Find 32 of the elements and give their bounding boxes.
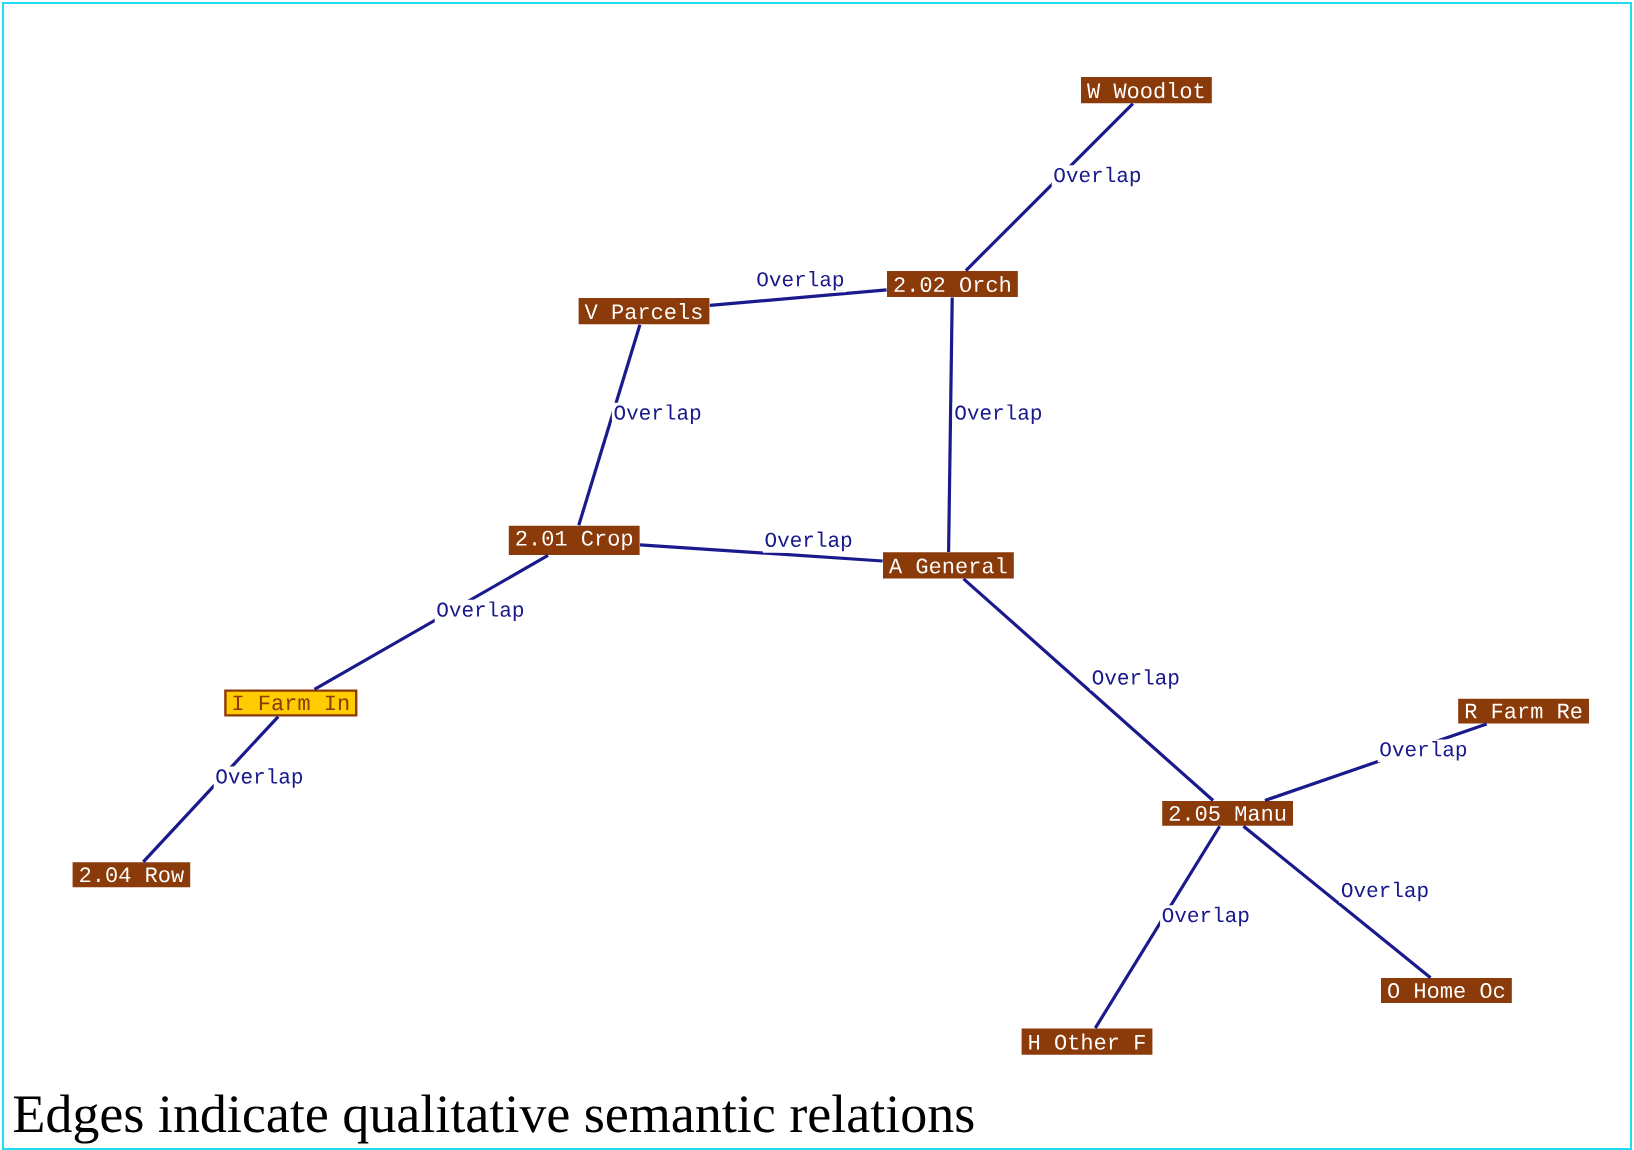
edge-label: Overlap — [213, 766, 306, 790]
edge-label: Overlap — [1051, 165, 1144, 188]
node-box: W Woodlot — [1081, 77, 1212, 104]
edge-label: Overlap — [952, 402, 1045, 426]
edge-label: Overlap — [754, 269, 847, 293]
edge-label: Overlap — [1160, 905, 1252, 928]
edge-label: Overlap — [1377, 739, 1470, 763]
edge-label: Overlap — [1339, 880, 1431, 903]
node-box: H Other F — [1021, 1028, 1153, 1055]
edge-label: Overlap — [1090, 667, 1182, 691]
node-box: 2.05 Manu — [1162, 800, 1293, 826]
node-box: 2.01 Crop — [508, 525, 640, 555]
edge-label: Overlap — [434, 599, 527, 623]
node-box: 2.04 Row — [72, 862, 191, 888]
edge-label: Overlap — [611, 402, 704, 426]
connector-line — [1093, 825, 1222, 1029]
connector-line — [142, 715, 280, 863]
connector-line — [639, 543, 883, 563]
connector-line — [1242, 825, 1432, 979]
connector-line — [962, 577, 1215, 802]
node-box: V Parcels — [578, 298, 710, 325]
node-box: R Farm Re — [1458, 698, 1589, 724]
connector-line — [709, 288, 887, 307]
node-box: 2.02 Orch — [887, 270, 1018, 298]
edge-label: Overlap — [762, 530, 855, 553]
connector-line — [947, 297, 954, 552]
node-box: O Home Oc — [1381, 978, 1512, 1004]
highlighted-node-box: I Farm In — [224, 689, 358, 717]
connector-line — [964, 102, 1135, 272]
caption: Edges indicate qualitative semantic relations — [13, 1094, 974, 1144]
connector-line — [577, 324, 642, 526]
node-box: A General — [883, 552, 1014, 579]
